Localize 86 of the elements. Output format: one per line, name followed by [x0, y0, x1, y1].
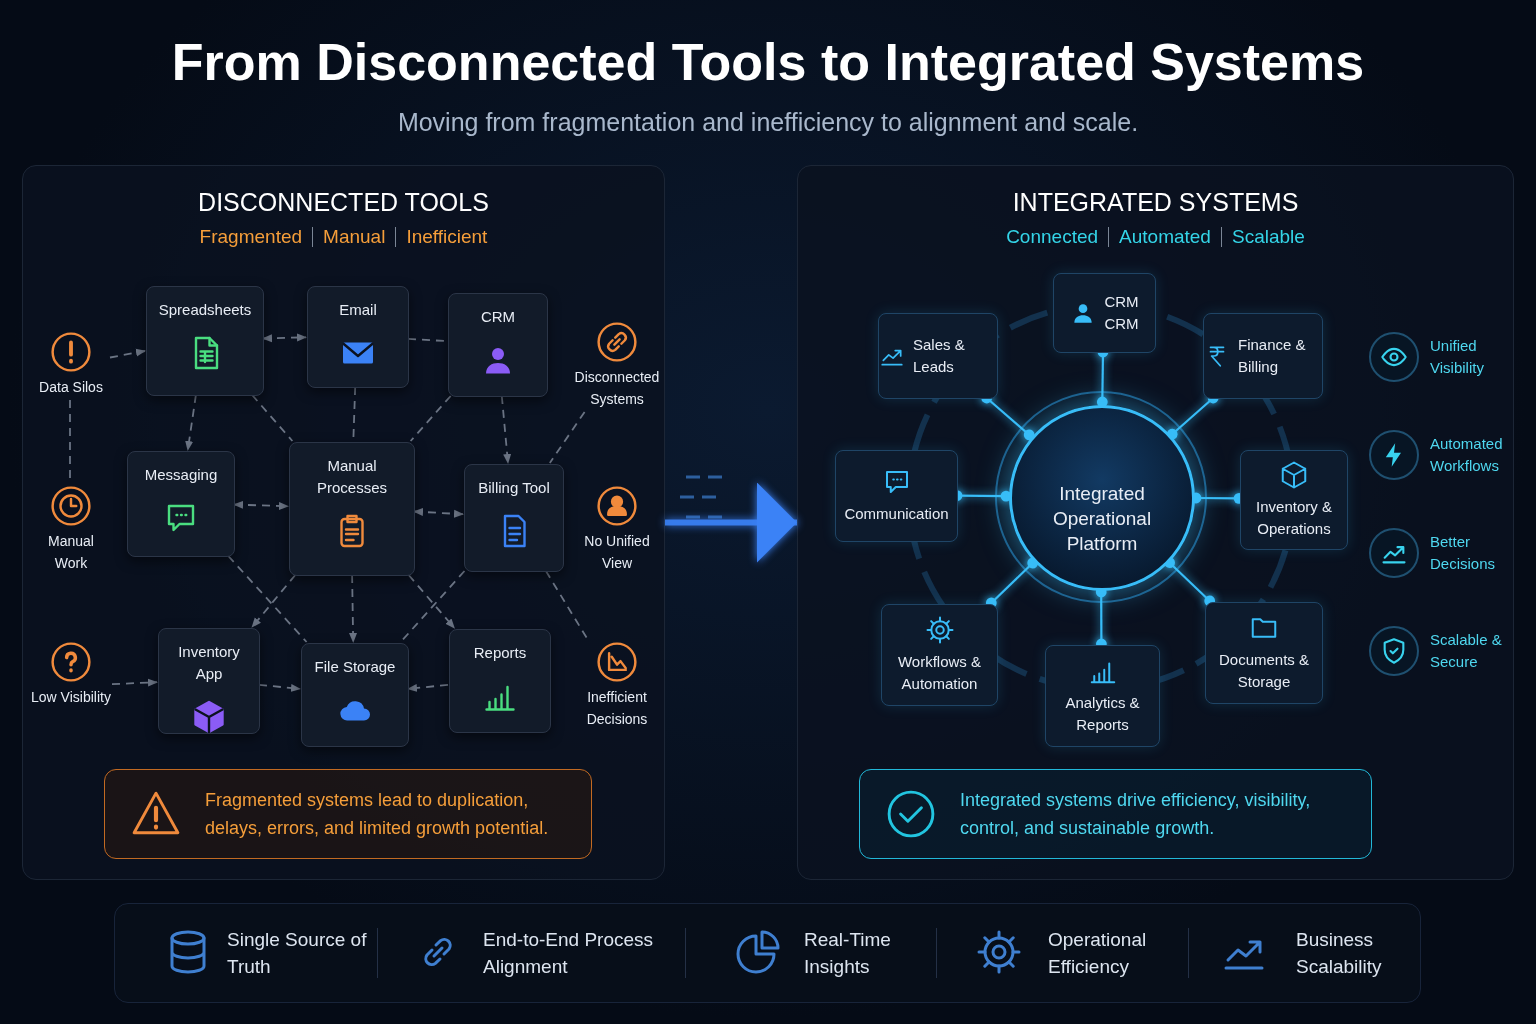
issue-label: Data Silos	[39, 378, 103, 397]
connector-arrow	[251, 574, 297, 628]
tool-card	[449, 629, 551, 733]
panel-keyword: Manual	[323, 226, 386, 248]
module-name: Documents & Storage	[1217, 650, 1310, 692]
tool-name: Spreadsheets	[157, 300, 253, 320]
tool-card	[146, 286, 264, 396]
benefit-label: Single Source of Truth	[227, 928, 367, 979]
connector-arrow	[407, 574, 456, 629]
transition-arrow	[665, 482, 797, 563]
module-name: Analytics & Reports	[1064, 693, 1141, 735]
platform-name: Integrated Operational Platform	[1051, 481, 1153, 556]
benefit-label: End-to-End Process Alignment	[483, 928, 655, 979]
module-name: Inventory & Operations	[1255, 497, 1333, 539]
issue-label: Manual Work	[47, 532, 95, 573]
connector-line	[548, 411, 586, 464]
module-name: CRM	[1104, 314, 1139, 334]
platform-circle	[1009, 405, 1195, 591]
title: From Disconnected Tools to Integrated Systems	[170, 32, 1366, 93]
module-name: Finance & Billing	[1238, 335, 1307, 377]
tool-card	[127, 451, 235, 557]
tool-card	[464, 464, 564, 572]
module-card	[881, 604, 998, 706]
tool-name: Inventory App	[177, 642, 241, 684]
success-callout	[859, 769, 1372, 859]
benefit-label: Real-Time Insights	[804, 928, 892, 979]
tool-card	[158, 628, 260, 734]
benefit-label: Better Decisions	[1430, 532, 1497, 574]
subtitle: Moving from fragmentation and inefficiency to alignment and scale.	[396, 108, 1140, 138]
benefit-label: Unified Visibility	[1430, 336, 1485, 378]
panel-heading: DISCONNECTED TOOLS	[197, 188, 490, 217]
connector-arrow	[413, 508, 464, 518]
tool-name: CRM	[479, 307, 517, 327]
module-name: CRM	[1104, 292, 1139, 312]
module-name: Workflows & Automation	[896, 652, 983, 694]
panel-keyword: Scalable	[1231, 226, 1305, 248]
issue-label: No Unified View	[583, 532, 651, 573]
benefit-label: Operational Efficiency	[1048, 928, 1148, 979]
issue-label: Inefficient Decisions	[585, 688, 649, 729]
connector-arrow	[262, 333, 307, 343]
connector-arrow	[500, 395, 512, 464]
module-card	[878, 313, 998, 399]
tool-name: Manual Processes	[316, 456, 388, 498]
connector-arrow	[185, 394, 197, 451]
benefit-label: Scalable & Secure	[1430, 630, 1503, 672]
connector-arrow	[349, 574, 358, 643]
connector-arrow	[233, 500, 289, 510]
module-card	[835, 450, 958, 542]
connector-line	[409, 395, 452, 442]
connector-line	[545, 570, 589, 641]
tool-name: Billing Tool	[477, 478, 551, 498]
callout-text: Fragmented systems lead to duplication, delays, errors, and limited growth potential.	[205, 789, 550, 840]
panel-keyword: Automated	[1119, 226, 1211, 248]
connector-arrow	[407, 683, 449, 692]
module-name: Communication	[843, 504, 950, 524]
module-card	[1240, 450, 1348, 550]
module-card	[1045, 645, 1160, 747]
issue-label: Low Visibility	[31, 688, 111, 707]
connector-line	[227, 555, 308, 643]
panel	[22, 165, 665, 880]
tool-card	[448, 293, 548, 397]
tool-name: Email	[338, 300, 378, 320]
tool-card	[301, 643, 409, 747]
tool-card	[307, 286, 409, 388]
connector-arrow	[111, 678, 158, 687]
connector-line	[251, 394, 294, 442]
module-card	[1203, 313, 1323, 399]
benefit-label: Business Scalability	[1296, 928, 1383, 979]
tool-card	[289, 442, 415, 576]
tool-name: Messaging	[143, 465, 219, 485]
panel-keyword: Connected	[1006, 226, 1099, 248]
module-card	[1053, 273, 1156, 353]
module-card	[1205, 602, 1323, 704]
panel-keyword: Inefficient	[406, 226, 488, 248]
panel-heading: INTEGRATED SYSTEMS	[1011, 188, 1300, 217]
callout-text: Integrated systems drive efficiency, visibility, control, and sustainable growth.	[960, 789, 1312, 840]
warning-callout	[104, 769, 592, 859]
panel-keyword: Fragmented	[199, 226, 303, 248]
benefit-label: Automated Workflows	[1430, 434, 1504, 476]
tool-name: File Storage	[313, 657, 397, 677]
module-name: Sales & Leads	[913, 335, 966, 377]
issue-label: Disconnected Systems	[573, 368, 661, 409]
tool-name: Reports	[472, 643, 528, 663]
connector-arrow	[258, 683, 301, 692]
panel	[797, 165, 1514, 880]
connector-arrow	[109, 348, 146, 359]
